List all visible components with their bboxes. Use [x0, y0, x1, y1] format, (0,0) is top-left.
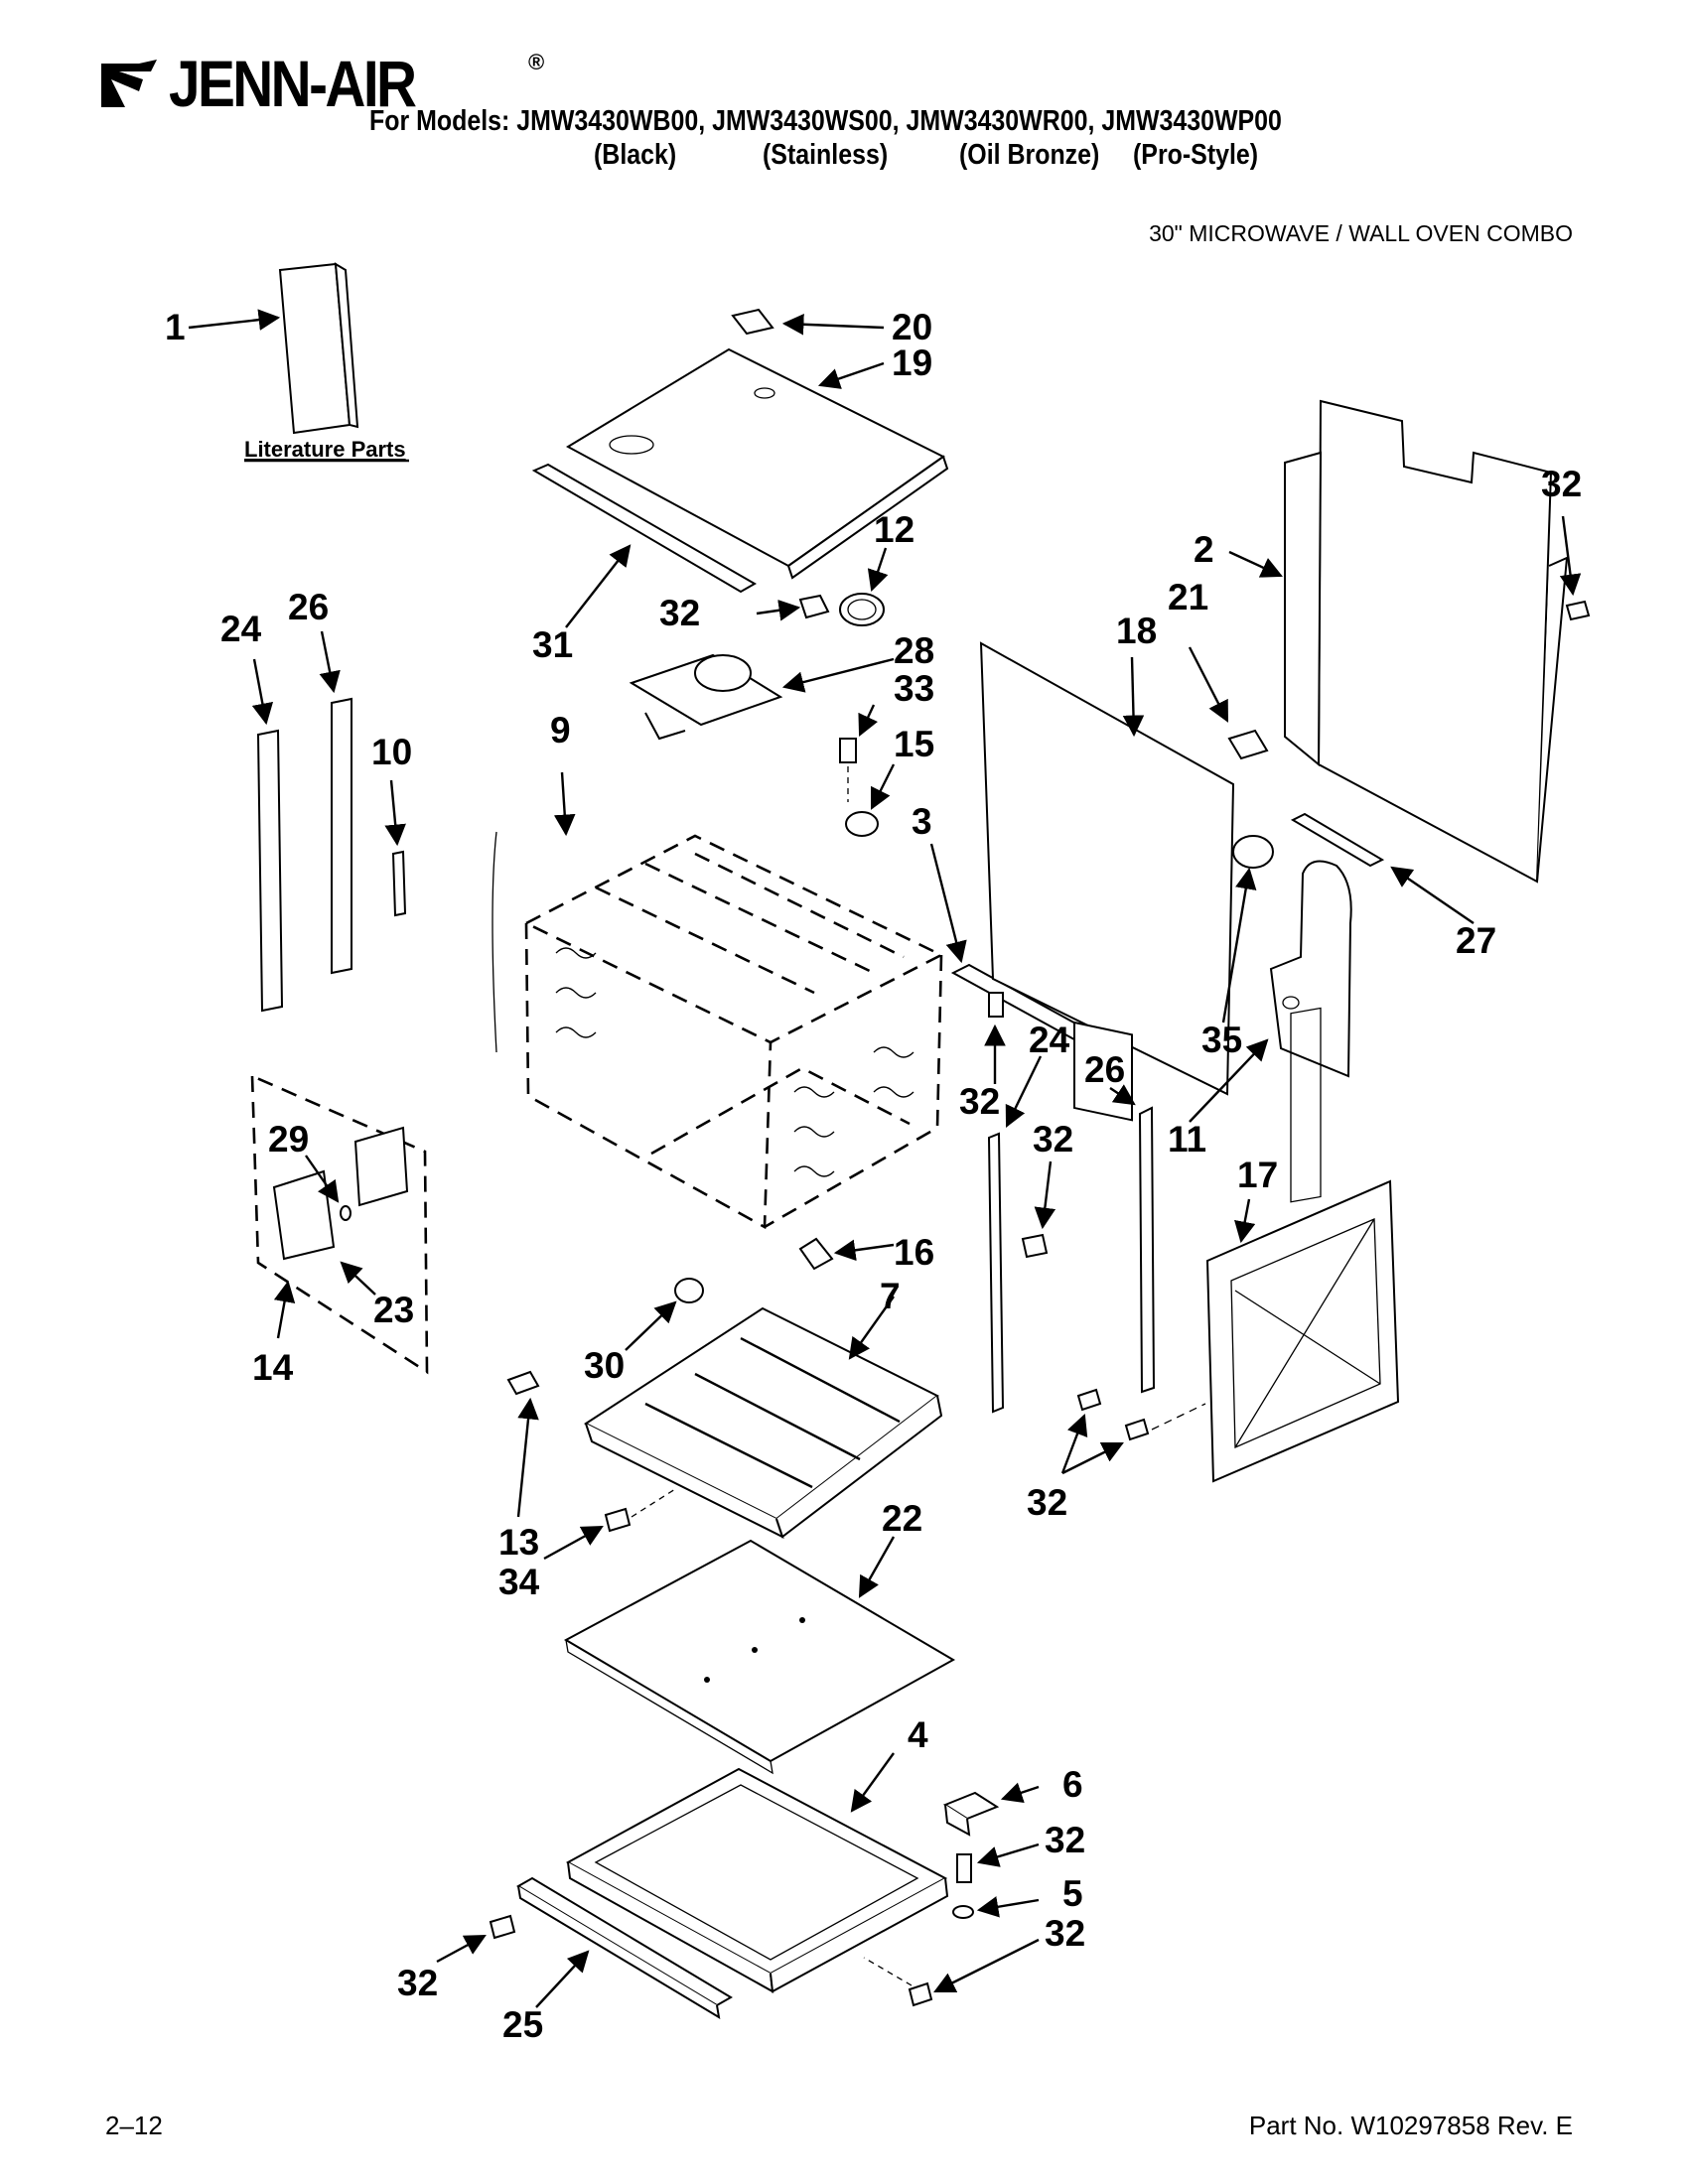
part-6-5-leveling: [863, 1782, 1040, 2007]
callout-32-mid: 32: [959, 1081, 1000, 1122]
callout-18: 18: [1116, 611, 1157, 651]
part-4-base-frame: [565, 1752, 949, 1993]
page-subtitle: 30" MICROWAVE / WALL OVEN COMBO: [1149, 220, 1573, 246]
callout-32-b2: 32: [1045, 1913, 1085, 1954]
callout-32-top-right: 32: [1541, 464, 1582, 504]
part-30-13-switches: [506, 1278, 704, 1518]
part-32-screws-door: [1060, 1388, 1206, 1475]
jenn-air-logo-icon: [101, 60, 157, 107]
callout-23: 23: [373, 1290, 414, 1330]
part-25-front-rail: [516, 1876, 733, 2019]
callout-3: 3: [912, 801, 932, 842]
part-16-lamp: [798, 1237, 895, 1271]
part-12-fan-grille: [756, 547, 889, 626]
callout-33: 33: [894, 668, 934, 709]
callout-2: 2: [1194, 529, 1214, 570]
part-1-literature: [188, 262, 359, 435]
callout-7: 7: [880, 1276, 901, 1316]
callout-35: 35: [1201, 1020, 1242, 1060]
part-19-top-cover: [565, 308, 949, 580]
finish-stainless: (Stainless): [763, 139, 889, 171]
callout-10: 10: [371, 732, 412, 772]
finish-pro-style: (Pro-Style): [1133, 139, 1259, 171]
part-32-screw-top-right: [1559, 515, 1591, 621]
part-18-rear-panel: [979, 641, 1235, 1122]
part-27-strip: [1290, 812, 1475, 924]
part-9-oven-cavity: [492, 771, 944, 1230]
callout-1: 1: [165, 307, 186, 347]
part-31-front-trim: [531, 463, 758, 628]
part-7-bottom-pan: [583, 1296, 943, 1539]
callout-24-right: 24: [1029, 1020, 1070, 1060]
part-21-thermal-cutout: [1188, 646, 1269, 760]
part-2-wrapper: [1228, 399, 1569, 884]
models-line: For Models: JMW3430WB00, JMW3430WS00, JM…: [369, 105, 1282, 137]
finish-black: (Black): [594, 139, 677, 171]
part-35-sensor: [1221, 835, 1274, 1024]
callout-14: 14: [252, 1347, 294, 1388]
callout-12: 12: [874, 509, 914, 550]
callout-32-bottom: 32: [1027, 1482, 1067, 1523]
finish-oil-bronze: (Oil Bronze): [959, 139, 1100, 171]
part-34-screw: [543, 1488, 676, 1561]
callout-29: 29: [268, 1119, 309, 1160]
part-24-26-left-rails: [251, 630, 407, 1013]
registered-mark: ®: [528, 50, 545, 74]
callout-15: 15: [894, 724, 934, 764]
callout-34: 34: [498, 1562, 540, 1602]
page-number: 2–12: [105, 2111, 163, 2140]
callout-32-right: 32: [1033, 1119, 1073, 1160]
callout-9: 9: [550, 710, 571, 751]
callout-6: 6: [1062, 1764, 1083, 1805]
literature-parts-label: Literature Parts: [244, 437, 406, 462]
part-number: Part No. W10297858 Rev. E: [1248, 2111, 1573, 2140]
callout-32-bottom-left: 32: [397, 1963, 438, 2003]
callout-21: 21: [1168, 577, 1208, 617]
part-22-bottom-plate: [563, 1536, 956, 1775]
callout-30: 30: [584, 1345, 625, 1386]
callout-labels: 1 20 19 32 2 21 18 12 32 31 28 33 15 24 …: [165, 307, 1582, 2045]
callout-22: 22: [882, 1498, 922, 1539]
callout-13: 13: [498, 1522, 539, 1563]
callout-27: 27: [1456, 920, 1496, 961]
callout-25: 25: [502, 2004, 543, 2045]
part-28-convection-motor: [629, 653, 895, 741]
brand-name: JENN-AIR: [169, 47, 417, 120]
callout-5: 5: [1062, 1873, 1083, 1914]
callout-19: 19: [892, 342, 932, 383]
part-17-door-frame: [1205, 1007, 1400, 1483]
part-33-screw-15-bushing: [839, 704, 896, 837]
part-24-26-right-rails: [987, 1055, 1156, 1414]
part-32-screw-bottom-left: [436, 1914, 516, 1964]
callout-31: 31: [532, 624, 573, 665]
callout-20: 20: [892, 307, 932, 347]
callout-26-right: 26: [1084, 1049, 1125, 1090]
callout-32-top: 32: [659, 593, 700, 633]
callout-11: 11: [1168, 1119, 1206, 1160]
callout-16: 16: [894, 1232, 934, 1273]
callout-32-b1: 32: [1045, 1820, 1085, 1860]
part-14-control-assembly: [250, 1073, 429, 1375]
callout-17: 17: [1237, 1155, 1278, 1195]
callout-26-left: 26: [288, 587, 329, 627]
callout-24-left: 24: [220, 609, 262, 649]
callout-4: 4: [908, 1714, 928, 1755]
callout-28: 28: [894, 630, 934, 671]
